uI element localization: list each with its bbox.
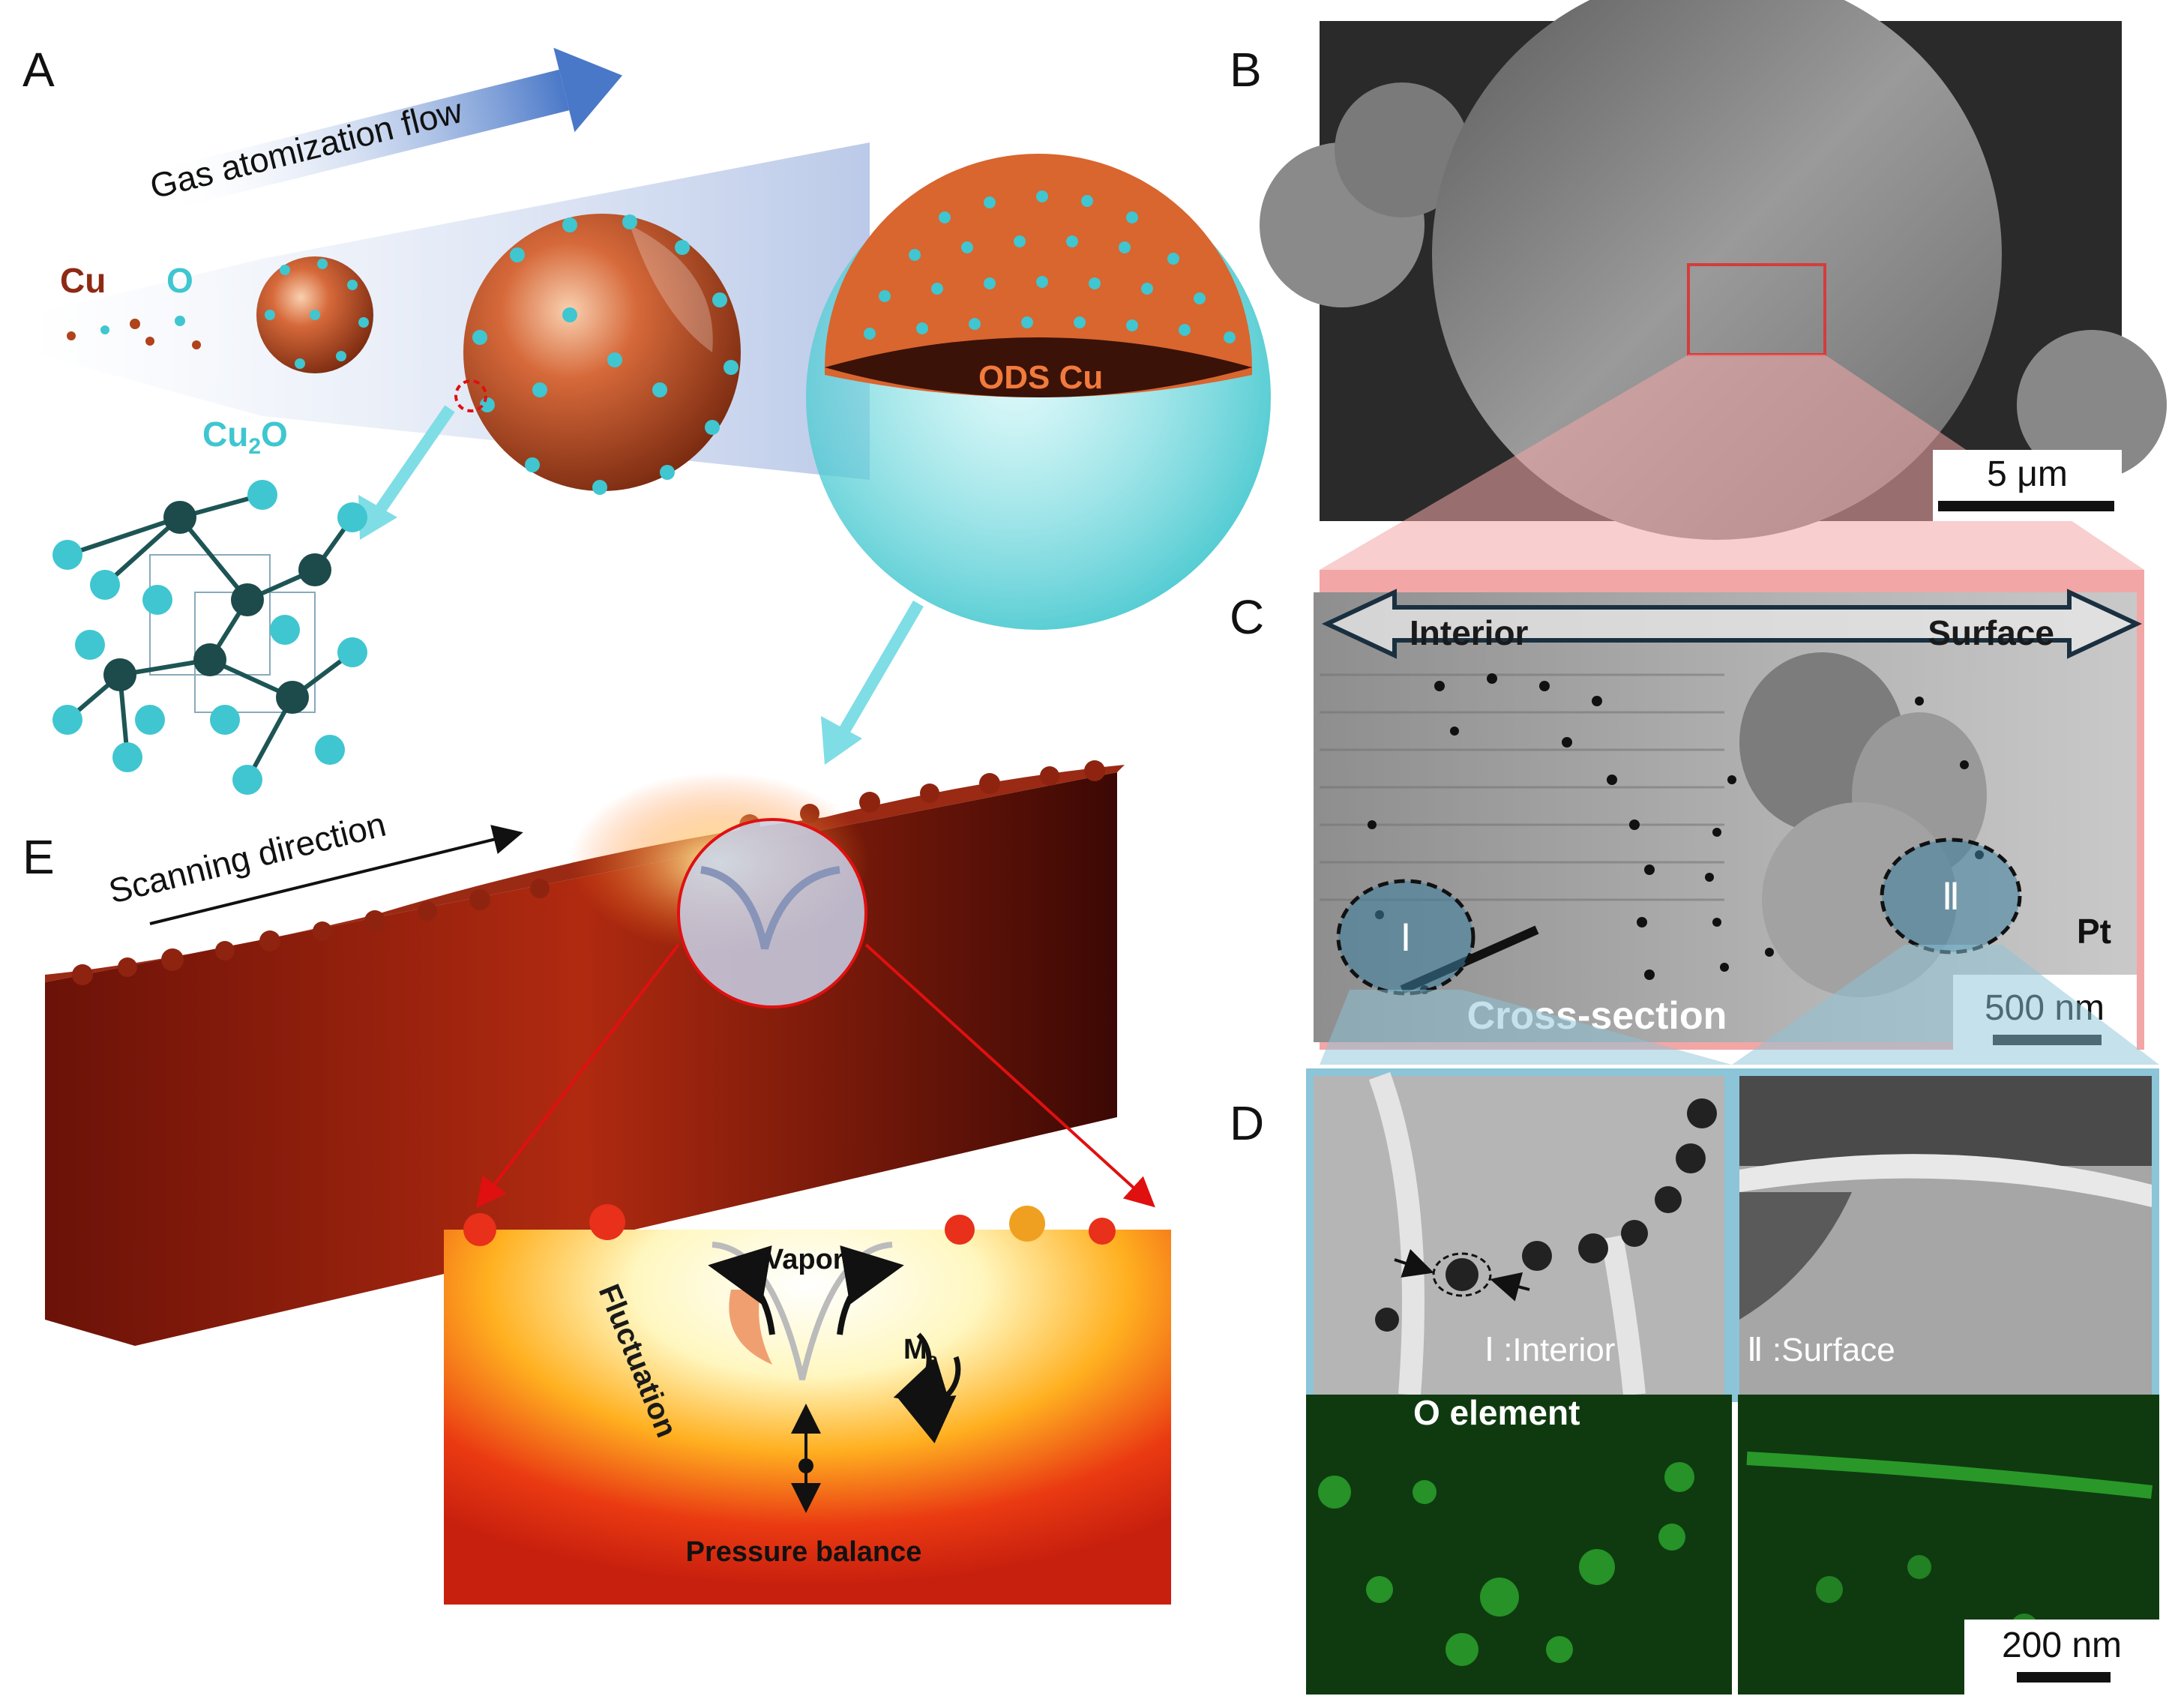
blue-funnel-2 [1732, 945, 2159, 1065]
interior-oxide-chain [1375, 1098, 1717, 1332]
scale-label-d: 200 nm [2002, 1626, 2122, 1665]
o-element-label: O element [1413, 1393, 1580, 1432]
marangoni-arrow-bottom [897, 1356, 961, 1443]
pressure-balance-label: Pressure balance [686, 1536, 922, 1568]
large-droplet-oxides [472, 214, 738, 495]
melt-pool-spatter [463, 1204, 1116, 1246]
vapor-label: Vapor [765, 1244, 844, 1275]
panel-label-c: C [1230, 590, 1264, 644]
interior-pointer-left [1394, 1248, 1434, 1278]
tiny-particles [67, 316, 201, 349]
panel-label-e: E [22, 830, 55, 884]
panel-label-d: D [1230, 1096, 1264, 1150]
marangoni-label: Ma [903, 1334, 939, 1371]
surface-label: Surface [1928, 613, 2054, 652]
panel-label-a: A [22, 43, 55, 97]
panel-c: C Interior Surface [1230, 570, 2159, 1065]
interior-pointer-right [1490, 1272, 1530, 1302]
cu2o-crystal-lattice [66, 493, 355, 781]
blue-funnel-1 [1320, 990, 1732, 1065]
interior-caption: Ⅰ :Interior [1484, 1332, 1615, 1368]
o-label: O [166, 261, 193, 300]
lattice-atoms [52, 480, 367, 795]
unit-cell-origin-marker [454, 379, 487, 412]
scale-bar-b [1938, 501, 2114, 511]
panel-a: A Gas atomization flow Cu O [22, 43, 1271, 795]
surface-caption: Ⅱ :Surface [1747, 1332, 1895, 1368]
ods-cu-particle [806, 154, 1271, 630]
scale-label-b: 5 μm [1987, 454, 2068, 494]
region-2-label: Ⅱ [1942, 876, 1961, 918]
ods-cu-label: ODS Cu [978, 359, 1103, 396]
small-droplet-oxides [265, 259, 369, 369]
cu-label: Cu [60, 261, 106, 300]
interior-label: Interior [1410, 613, 1529, 652]
scanning-direction-arrow [149, 825, 523, 925]
pressure-point [798, 1458, 813, 1473]
pt-label: Pt [2077, 912, 2111, 951]
region-1-label: Ⅰ [1401, 917, 1412, 959]
o-map-interior-spots [1318, 1462, 1694, 1666]
panel-b: B 5 μm [1230, 0, 2167, 570]
surface-pt-layer [1739, 1076, 2152, 1166]
interior-surface-arrow [1321, 589, 2143, 659]
melt-pool-magnifier [677, 818, 867, 1008]
gas-flow-arrow [151, 47, 623, 212]
vapor-arrow-right [837, 1245, 904, 1335]
scanning-direction-label: Scanning direction [105, 805, 390, 911]
scale-bar-d [2017, 1672, 2111, 1683]
panel-label-b: B [1230, 43, 1262, 97]
panel-e: E Scanning direction [22, 760, 1171, 1605]
zoom-arrow-left [476, 943, 680, 1209]
gas-flow-label: Gas atomization flow [146, 91, 467, 206]
to-track-arrow [834, 600, 924, 742]
cu2o-label: Cu2O [202, 415, 288, 459]
region-1-ellipse [1336, 879, 1475, 996]
region-2-ellipse [1880, 838, 2022, 954]
large-cu-droplet [463, 214, 741, 491]
vapor-arrow-left [708, 1245, 775, 1335]
tem-streaks [1320, 673, 1724, 901]
panel-d: D Ⅰ :Interior Ⅱ :Surface O element [1230, 1068, 2159, 1695]
marangoni-arrow-top [893, 1332, 951, 1408]
tem-interior-image [1314, 1076, 1724, 1395]
to-lattice-arrow [370, 405, 455, 521]
zoom-arrow-right [864, 943, 1155, 1208]
